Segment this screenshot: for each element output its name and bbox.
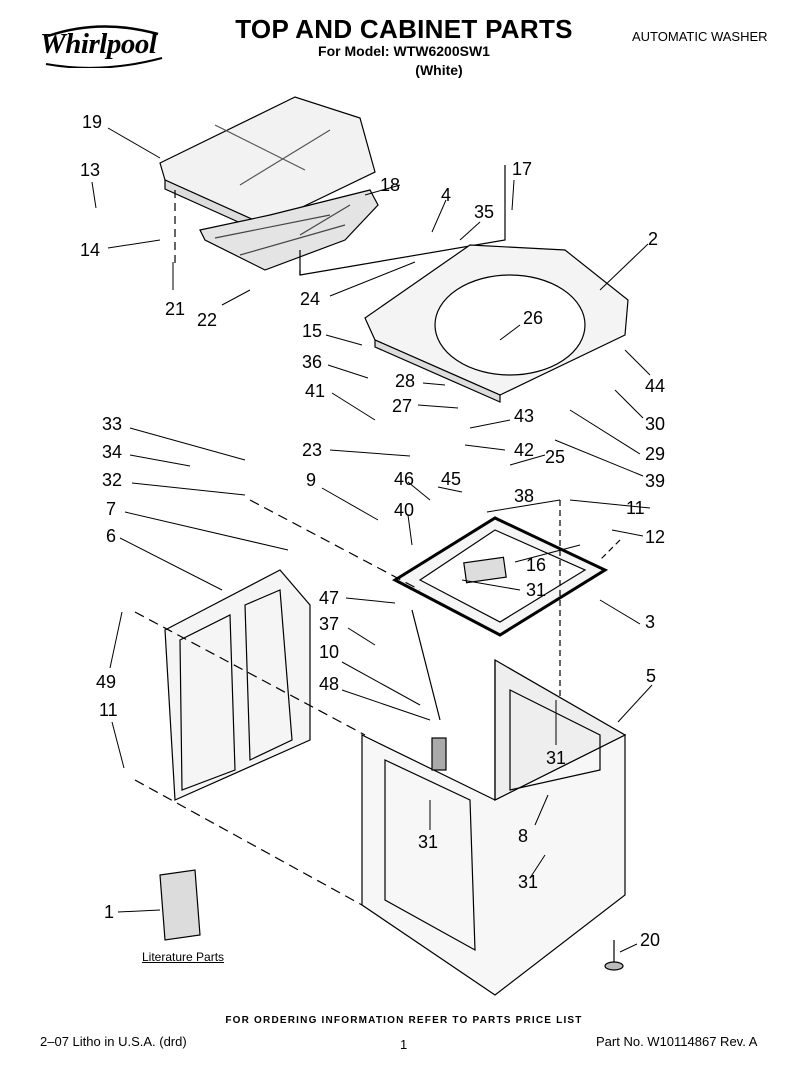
callout: 35 [474, 202, 494, 222]
callout: 16 [526, 555, 546, 575]
base-frame-part [391, 516, 609, 637]
callout: 15 [302, 321, 322, 341]
callout: 13 [80, 160, 100, 180]
product-type: AUTOMATIC WASHER [632, 29, 768, 44]
callout: 25 [545, 447, 565, 467]
callout: 38 [514, 486, 534, 506]
page-number: 1 [400, 1037, 408, 1052]
callout: 9 [306, 470, 316, 490]
callout: 1 [104, 902, 114, 922]
callout: 31 [518, 872, 538, 892]
callout: 33 [102, 414, 122, 434]
print-info: 2–07 Litho in U.S.A. (drd) [40, 1034, 187, 1049]
callout: 28 [395, 371, 415, 391]
callout: 31 [418, 832, 438, 852]
callout: 27 [392, 396, 412, 416]
callout: 49 [96, 672, 116, 692]
callout: 40 [394, 500, 414, 520]
callout: 36 [302, 352, 322, 372]
lid-liner-part [199, 189, 379, 271]
callout: 34 [102, 442, 122, 462]
callout: 43 [514, 406, 534, 426]
callout: 37 [319, 614, 339, 634]
callout: 30 [645, 414, 665, 434]
callout: 24 [300, 289, 320, 309]
literature-part [159, 869, 201, 941]
callout: 6 [106, 526, 116, 546]
callout: 20 [640, 930, 660, 950]
callout: 31 [526, 580, 546, 600]
callout: 11 [626, 498, 645, 518]
callout: 19 [82, 112, 102, 132]
callout: 3 [645, 612, 655, 632]
callout: 4 [441, 185, 451, 205]
leveling-leg-part [604, 940, 624, 971]
callout: 39 [645, 471, 665, 491]
callout: 18 [380, 175, 400, 195]
callout: 29 [645, 444, 665, 464]
callout: 45 [441, 469, 461, 489]
callout: 48 [319, 674, 339, 694]
callout: 26 [523, 308, 543, 328]
cabinet-part [361, 658, 627, 996]
rear-panel-part [164, 569, 311, 801]
callout: 22 [197, 310, 217, 330]
callout: 23 [302, 440, 322, 460]
callout-labels: 19 13 14 21 22 18 17 4 35 2 24 15 36 41 … [80, 112, 665, 950]
callout: 21 [165, 299, 185, 319]
part-number: Part No. W10114867 Rev. A [596, 1034, 758, 1049]
callout: 47 [319, 588, 339, 608]
ordering-note: FOR ORDERING INFORMATION REFER TO PARTS … [225, 1015, 583, 1026]
callout: 46 [394, 469, 414, 489]
callout: 14 [80, 240, 100, 260]
page-title: TOP AND CABINET PARTS [235, 14, 573, 44]
lid-part [159, 96, 376, 235]
callout: 8 [518, 826, 528, 846]
brand-name: Whirlpool [40, 28, 157, 60]
callout: 2 [648, 229, 658, 249]
callout: 7 [106, 499, 116, 519]
callout: 10 [319, 642, 339, 662]
color-line: (White) [415, 62, 463, 78]
callout: 32 [102, 470, 122, 490]
logo-swoosh-icon [45, 25, 163, 68]
callout: 31 [546, 748, 566, 768]
callout: 5 [646, 666, 656, 686]
callout: 17 [512, 159, 532, 179]
top-panel-part [364, 244, 629, 403]
callout: 44 [645, 376, 665, 396]
callout: 11 [99, 700, 118, 720]
callout: 12 [645, 527, 665, 547]
whirlpool-logo: Whirlpool [40, 24, 170, 68]
callout: 42 [514, 440, 534, 460]
literature-parts-label: Literature Parts [142, 950, 225, 964]
callout: 41 [305, 381, 325, 401]
model-line: For Model: WTW6200SW1 [318, 43, 490, 59]
